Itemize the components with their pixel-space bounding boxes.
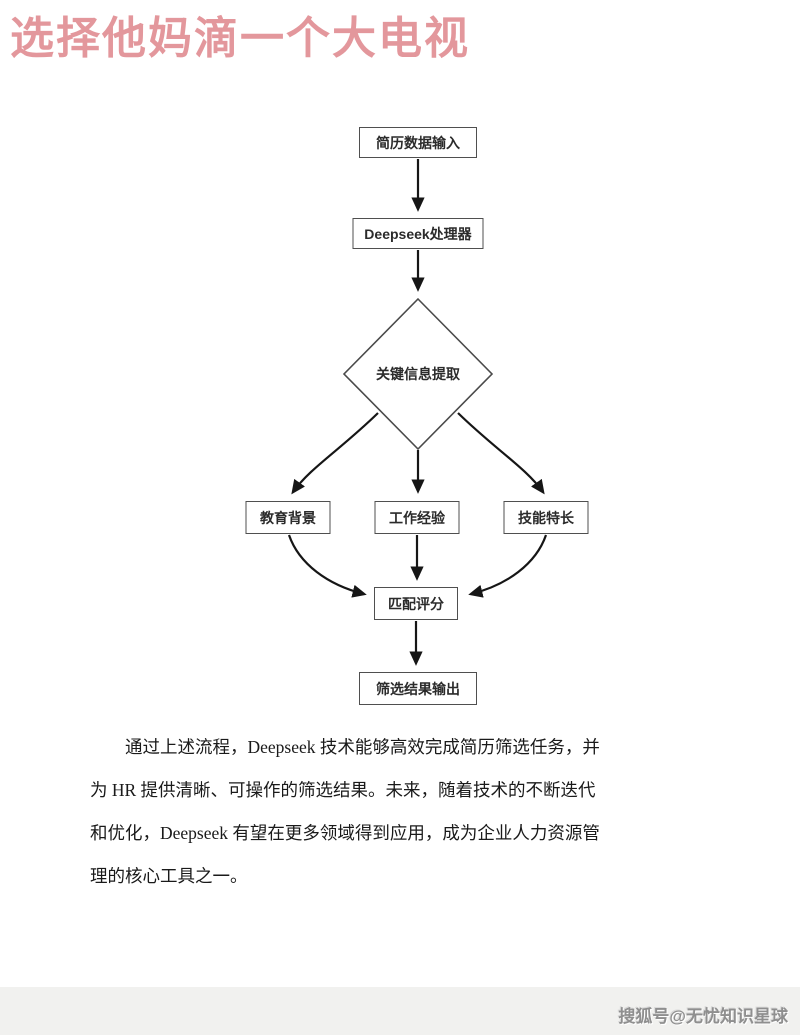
node-deepseek-processor: Deepseek处理器 xyxy=(352,218,484,249)
body-paragraph: 通过上述流程，Deepseek 技术能够高效完成简历筛选任务，并 为 HR 提供… xyxy=(90,726,718,898)
node-key-info-extract-label: 关键信息提取 xyxy=(376,366,460,382)
node-work-experience: 工作经验 xyxy=(374,501,460,534)
arrow-extract-to-education xyxy=(291,412,379,495)
footer-watermark: 搜狐号@无忧知识星球 xyxy=(618,1007,788,1026)
paragraph-line-4: 理的核心工具之一。 xyxy=(90,866,248,886)
arrow-skills-to-score xyxy=(468,534,548,598)
paragraph-line-1: 通过上述流程，Deepseek 技术能够高效完成简历筛选任务，并 xyxy=(125,737,600,757)
node-skill-specialty: 技能特长 xyxy=(503,501,589,534)
footer-strip xyxy=(0,987,800,1035)
page-watermark-title: 选择他妈滴一个大电视 xyxy=(10,14,470,63)
paragraph-line-3: 和优化，Deepseek 有望在更多领域得到应用，成为企业人力资源管 xyxy=(90,823,600,843)
arrow-education-to-score xyxy=(287,534,367,598)
node-education-background: 教育背景 xyxy=(245,501,331,534)
node-resume-input: 简历数据输入 xyxy=(359,127,477,158)
paragraph-line-2: 为 HR 提供清晰、可操作的筛选结果。未来，随着技术的不断迭代 xyxy=(90,780,596,800)
arrow-extract-to-skills xyxy=(457,412,545,495)
node-match-score: 匹配评分 xyxy=(374,587,458,620)
node-filter-result-output: 筛选结果输出 xyxy=(359,672,477,705)
